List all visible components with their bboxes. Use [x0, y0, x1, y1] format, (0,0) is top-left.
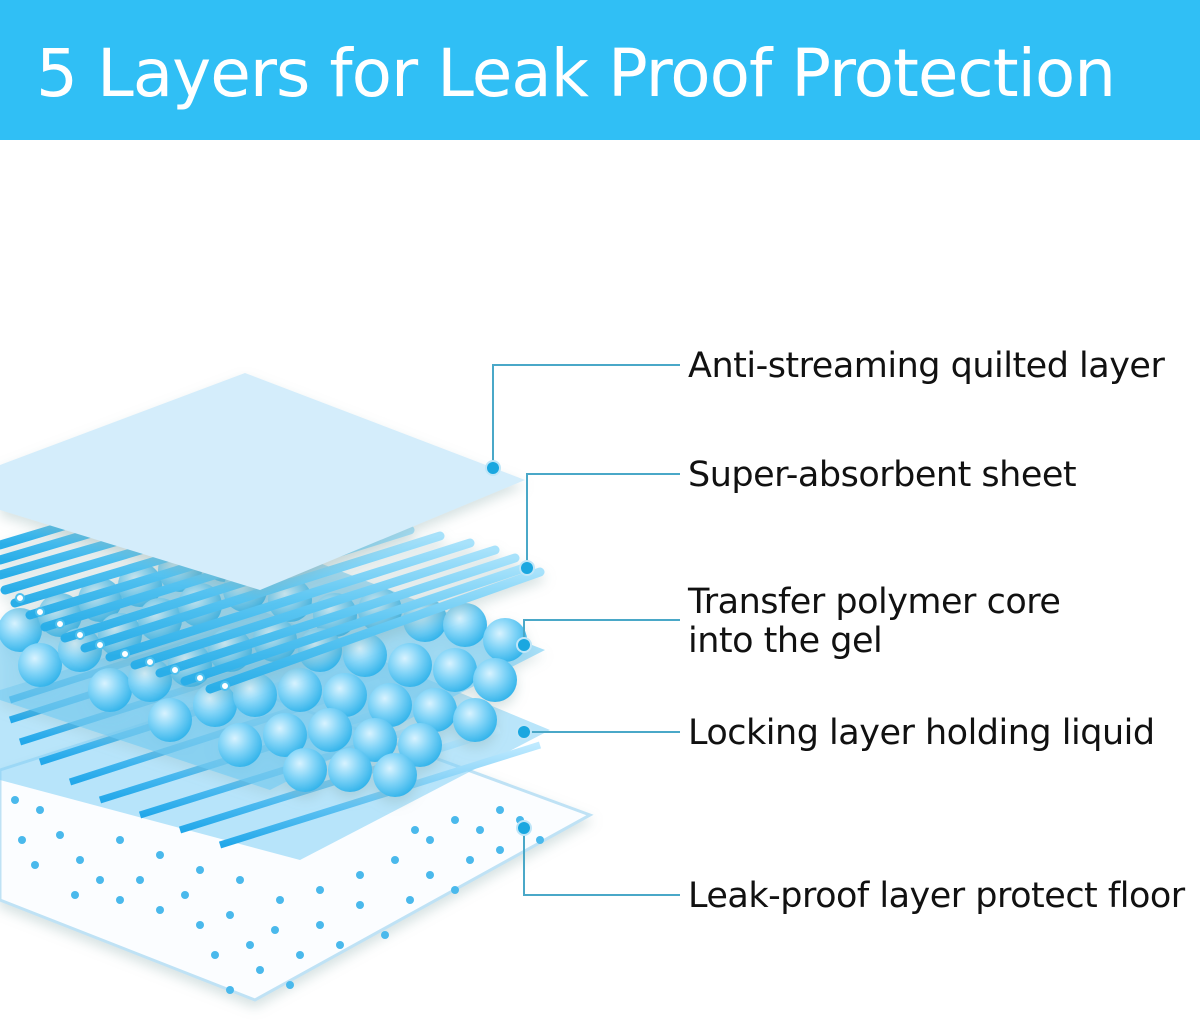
- label-layer-4: Locking layer holding liquid: [688, 713, 1155, 753]
- layer-5-dots: [11, 796, 544, 994]
- callout-lines: [492, 364, 680, 896]
- label-layer-3-line1: Transfer polymer core: [688, 582, 1061, 622]
- layer-1-quilted-sheet: [0, 373, 525, 590]
- label-layer-1: Anti-streaming quilted layer: [688, 346, 1165, 386]
- title-banner: 5 Layers for Leak Proof Protection: [0, 0, 1200, 140]
- label-layer-5: Leak-proof layer protect floor: [688, 876, 1185, 916]
- callout-dots: [485, 460, 535, 836]
- label-layer-2: Super-absorbent sheet: [688, 455, 1077, 495]
- page-title: 5 Layers for Leak Proof Protection: [36, 35, 1116, 112]
- label-layer-3-line2: into the gel: [688, 621, 883, 661]
